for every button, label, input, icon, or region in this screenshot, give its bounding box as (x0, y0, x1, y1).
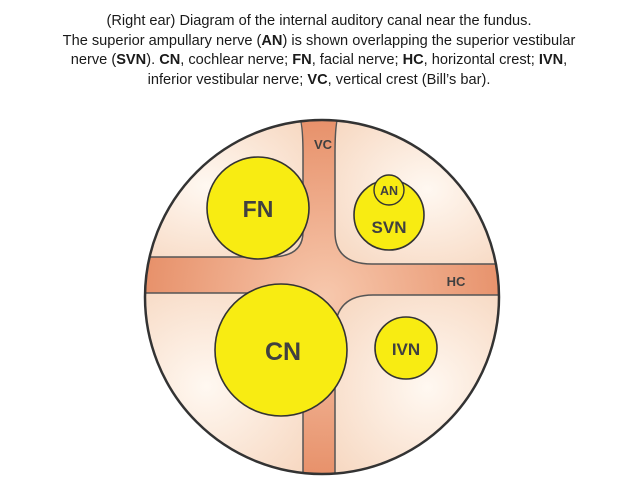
label-svn: SVN (372, 218, 407, 237)
caption-abbrev-vc: VC (307, 71, 328, 88)
caption-line-3: nerve (SVN). CN, cochlear nerve; FN, fac… (20, 51, 618, 71)
caption-text: ). (146, 52, 160, 68)
cochlear-nerve (214, 283, 348, 417)
caption-abbrev-svn: SVN (116, 52, 147, 68)
caption-abbrev-an: AN (261, 32, 283, 49)
caption-text: , (563, 52, 568, 68)
label-vc: VC (314, 137, 333, 152)
inferior-vestibular-nerve (374, 316, 438, 380)
diagram-caption: (Right ear) Diagram of the internal audi… (20, 12, 618, 90)
caption-abbrev-fn: FN (292, 52, 312, 68)
label-an: AN (380, 184, 398, 198)
caption-abbrev-ivn: IVN (538, 52, 564, 68)
caption-line-4: inferior vestibular nerve; VC, vertical … (20, 71, 618, 91)
caption-text: ) is shown overlapping the superior vest… (282, 32, 576, 49)
caption-text: , vertical crest (Bill’s bar). (327, 71, 491, 88)
facial-nerve (206, 156, 310, 260)
caption-text: , cochlear nerve; (180, 52, 293, 68)
caption-abbrev-hc: HC (402, 52, 424, 68)
caption-text: nerve ( (70, 52, 117, 68)
inferior-vestibular-quadrant (334, 294, 499, 474)
superior-vestibular-quadrant (334, 120, 499, 265)
label-fn: FN (243, 196, 274, 222)
label-cn: CN (265, 338, 301, 366)
caption-text: The superior ampullary nerve ( (62, 32, 262, 49)
canal-outline (143, 118, 501, 476)
label-hc: HC (447, 274, 466, 289)
caption-text: (Right ear) Diagram of the internal audi… (106, 13, 532, 29)
superior-ampullary-nerve (373, 174, 405, 206)
caption-text: , horizontal crest; (423, 52, 539, 68)
caption-line-2: The superior ampullary nerve (AN) is sho… (20, 32, 618, 52)
caption-abbrev-cn: CN (159, 52, 181, 68)
label-ivn: IVN (392, 340, 420, 359)
caption-text: inferior vestibular nerve; (147, 71, 308, 88)
caption-line-1: (Right ear) Diagram of the internal audi… (20, 12, 618, 32)
caption-text: , facial nerve; (311, 52, 403, 68)
